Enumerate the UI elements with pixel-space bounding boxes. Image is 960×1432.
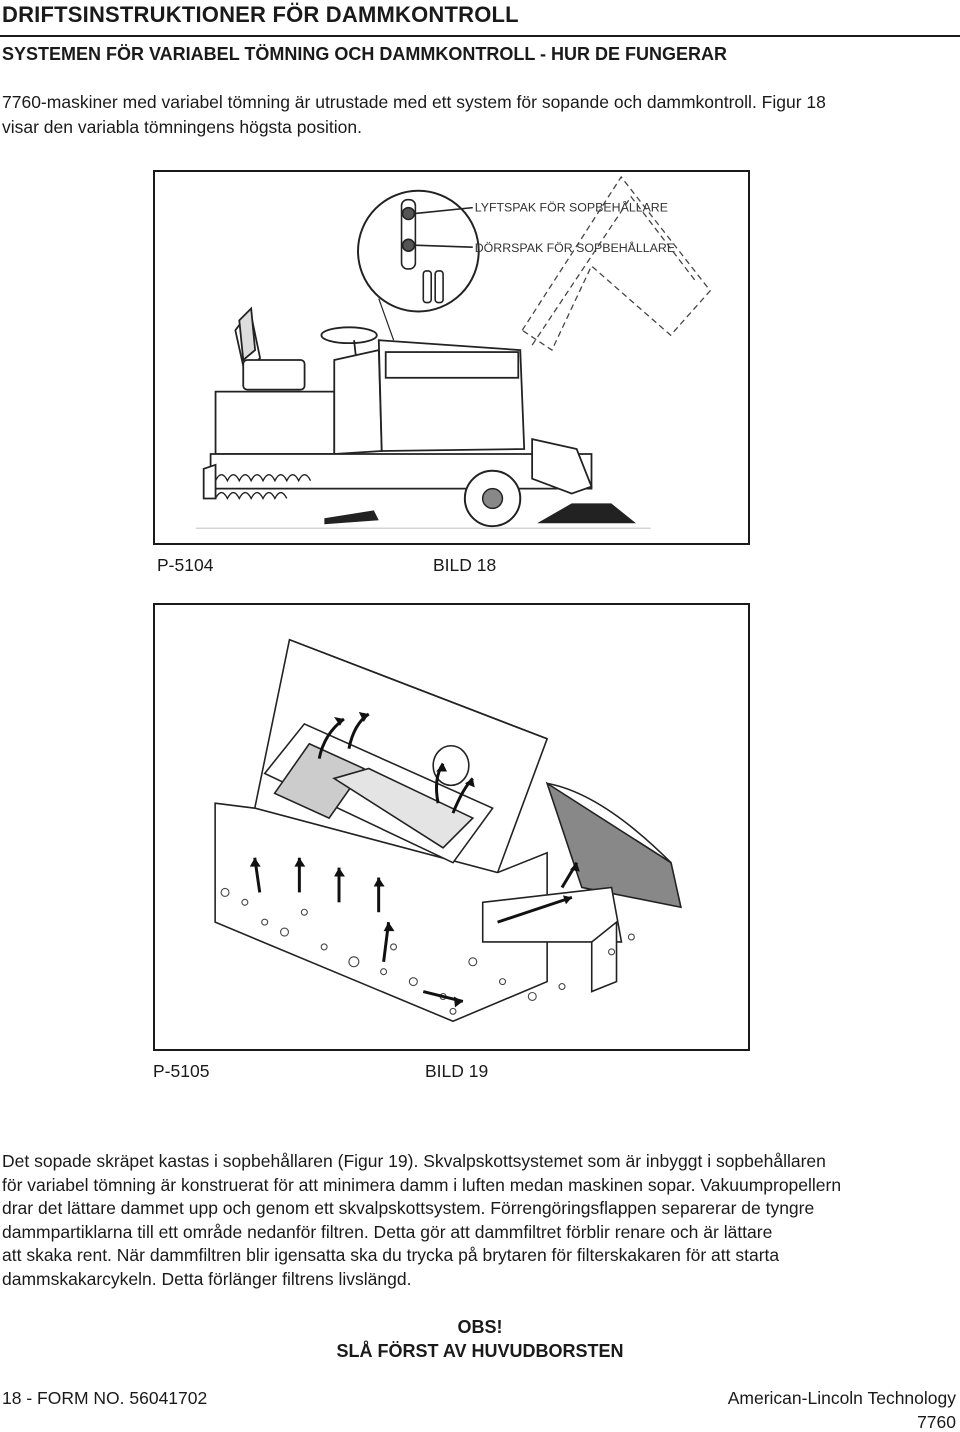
body-line: drar det lättare dammet upp och genom et… xyxy=(2,1198,815,1218)
page-title: DRIFTSINSTRUKTIONER FÖR DAMMKONTROLL xyxy=(2,2,519,27)
body-paragraph: Det sopade skräpet kastas i sopbehållare… xyxy=(2,1150,958,1291)
figure-19-part-number: P-5105 xyxy=(153,1061,210,1081)
sweeper-raised-hopper-drawing: LYFTSPAK FÖR SOPBEHÅLLARE DÖRRSPAK FÖR S… xyxy=(195,175,712,529)
footer-form-number: 18 - FORM NO. 56041702 xyxy=(2,1388,208,1408)
figure-18-illustration: LYFTSPAK FÖR SOPBEHÅLLARE DÖRRSPAK FÖR S… xyxy=(153,170,750,545)
debris-particles xyxy=(220,887,635,1015)
body-line: Det sopade skräpet kastas i sopbehållare… xyxy=(2,1151,826,1171)
intro-paragraph: 7760-maskiner med variabel tömning är ut… xyxy=(2,90,942,140)
intro-line: 7760-maskiner med variabel tömning är ut… xyxy=(2,92,826,112)
detail-magnifier-circle xyxy=(357,189,480,313)
section-heading: SYSTEMEN FÖR VARIABEL TÖMNING OCH DAMMKO… xyxy=(2,44,727,64)
callout-door-lever: DÖRRSPAK FÖR SOPBEHÅLLARE xyxy=(475,240,675,255)
airflow-arrowheads xyxy=(249,712,580,1008)
body-line: dammskakarcykeln. Detta förlänger filtre… xyxy=(2,1268,412,1289)
lever-detail xyxy=(400,198,473,304)
title-rule xyxy=(0,35,960,37)
callout-lift-lever: LYFTSPAK FÖR SOPBEHÅLLARE xyxy=(475,200,668,215)
hose-coil xyxy=(214,474,312,501)
raised-hopper-outline xyxy=(521,175,712,352)
body-line: dammpartiklarna till ett område nedanför… xyxy=(2,1221,773,1242)
figure-18-part-number: P-5104 xyxy=(157,555,214,575)
main-brush xyxy=(537,503,637,524)
figure-19-illustration xyxy=(153,603,750,1051)
intro-line: visar den variabla tömningens högsta pos… xyxy=(2,117,362,137)
footer-model: 7760 xyxy=(917,1412,956,1432)
machine-body xyxy=(202,306,593,500)
side-brush-left xyxy=(324,510,379,525)
figure-18-caption: BILD 18 xyxy=(433,555,497,575)
body-line: att skaka rent. När dammfiltren blir ige… xyxy=(2,1245,780,1265)
notice-label: OBS! xyxy=(457,1317,503,1337)
hopper-housing xyxy=(214,638,682,1023)
hopper-airflow-drawing xyxy=(214,638,682,1023)
figure-19-caption: BILD 19 xyxy=(425,1061,489,1081)
footer-company: American-Lincoln Technology xyxy=(727,1388,956,1408)
notice-text: SLÅ FÖRST AV HUVUDBORSTEN xyxy=(336,1341,624,1361)
body-line: för variabel tömning är konstruerat för … xyxy=(2,1174,842,1195)
